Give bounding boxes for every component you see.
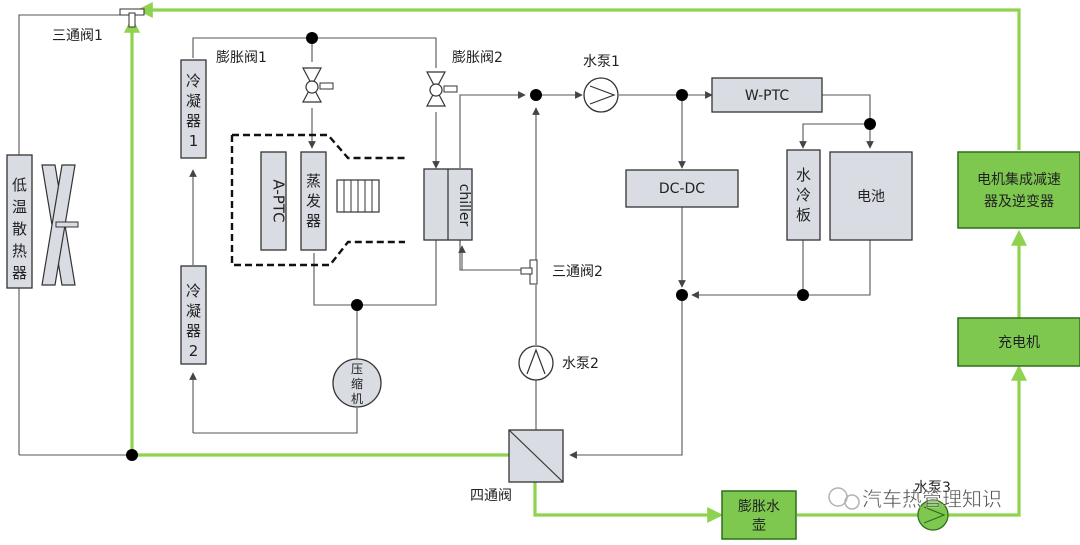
evaporator: 蒸 发 器 [300, 151, 327, 251]
water-pump-3-label: 水泵3 [914, 480, 951, 496]
svg-text:缩: 缩 [351, 376, 363, 391]
svg-text:器及逆变器: 器及逆变器 [984, 194, 1054, 210]
water-pump-1-label: 水泵1 [583, 54, 620, 70]
compressor: 压 缩 机 [332, 358, 382, 408]
watermark: 汽车热管理知识 [828, 487, 1002, 511]
w-ptc: W-PTC [711, 77, 823, 113]
svg-text:水: 水 [796, 166, 811, 184]
four-way-valve [508, 429, 564, 483]
svg-text:充电机: 充电机 [998, 335, 1040, 351]
chiller: chiller [423, 168, 473, 241]
svg-text:低: 低 [12, 176, 27, 194]
a-ptc: A-PTC [260, 151, 288, 251]
water-pump-2-label: 水泵2 [562, 356, 599, 372]
svg-text:蒸: 蒸 [306, 172, 321, 190]
svg-text:热: 热 [12, 242, 27, 260]
condenser-1: 冷 凝 器 1 [180, 59, 207, 159]
cold-plate: 水 冷 板 [786, 149, 821, 241]
svg-text:DC-DC: DC-DC [659, 181, 705, 197]
green-coolant-loop [124, 2, 1027, 523]
svg-text:器: 器 [306, 212, 321, 230]
svg-text:电机集成减速: 电机集成减速 [977, 171, 1061, 188]
svg-text:板: 板 [796, 206, 811, 224]
charger: 充电机 [957, 317, 1080, 367]
svg-text:2: 2 [189, 342, 199, 360]
motor-reducer-inverter: 电机集成减速 器及逆变器 [957, 151, 1080, 229]
expansion-valve-1 [302, 67, 334, 103]
svg-text:器: 器 [186, 322, 201, 340]
svg-text:冷: 冷 [796, 186, 811, 204]
expansion-valve-2 [426, 71, 458, 107]
water-pump-1 [583, 77, 619, 113]
svg-text:器: 器 [186, 112, 201, 130]
hvac-duct [230, 133, 405, 267]
water-pump-2 [518, 345, 554, 381]
svg-text:凝: 凝 [186, 302, 201, 320]
blower-grille-icon [336, 179, 380, 213]
svg-text:电池: 电池 [857, 189, 885, 205]
svg-text:冷: 冷 [186, 282, 201, 300]
svg-text:散: 散 [12, 220, 27, 238]
svg-text:压: 压 [351, 362, 363, 376]
water-pump-3 [917, 499, 949, 531]
three-way-valve-2 [520, 259, 538, 285]
svg-text:汽车热管理知识: 汽车热管理知识 [862, 487, 1002, 511]
battery: 电池 [829, 151, 913, 241]
svg-text:温: 温 [12, 198, 27, 216]
svg-text:壶: 壶 [752, 518, 766, 534]
three-way-valve-1-label: 三通阀1 [52, 28, 103, 44]
dc-dc: DC-DC [625, 169, 739, 208]
condenser-2: 冷 凝 器 2 [180, 265, 207, 365]
fan-icon [41, 164, 79, 286]
three-way-valve-2-label: 三通阀2 [552, 264, 603, 280]
svg-text:机: 机 [351, 392, 363, 406]
pipe-network [18, 14, 874, 459]
svg-text:凝: 凝 [186, 92, 201, 110]
svg-text:A-PTC: A-PTC [270, 179, 288, 222]
expansion-tank: 膨胀水 壶 [721, 490, 797, 540]
svg-text:发: 发 [306, 192, 321, 210]
low-temp-radiator: 低 温 散 热 器 [6, 154, 33, 289]
svg-text:1: 1 [189, 132, 199, 150]
junction-dots [126, 32, 876, 461]
svg-text:器: 器 [12, 264, 27, 282]
expansion-valve-1-label: 膨胀阀1 [216, 49, 267, 66]
three-way-valve-1 [119, 8, 145, 28]
svg-text:冷: 冷 [186, 72, 201, 90]
four-way-valve-label: 四通阀 [470, 488, 512, 504]
svg-text:膨胀水: 膨胀水 [738, 498, 780, 515]
svg-text:W-PTC: W-PTC [745, 88, 790, 104]
expansion-valve-2-label: 膨胀阀2 [452, 49, 503, 66]
svg-text:chiller: chiller [456, 184, 472, 227]
